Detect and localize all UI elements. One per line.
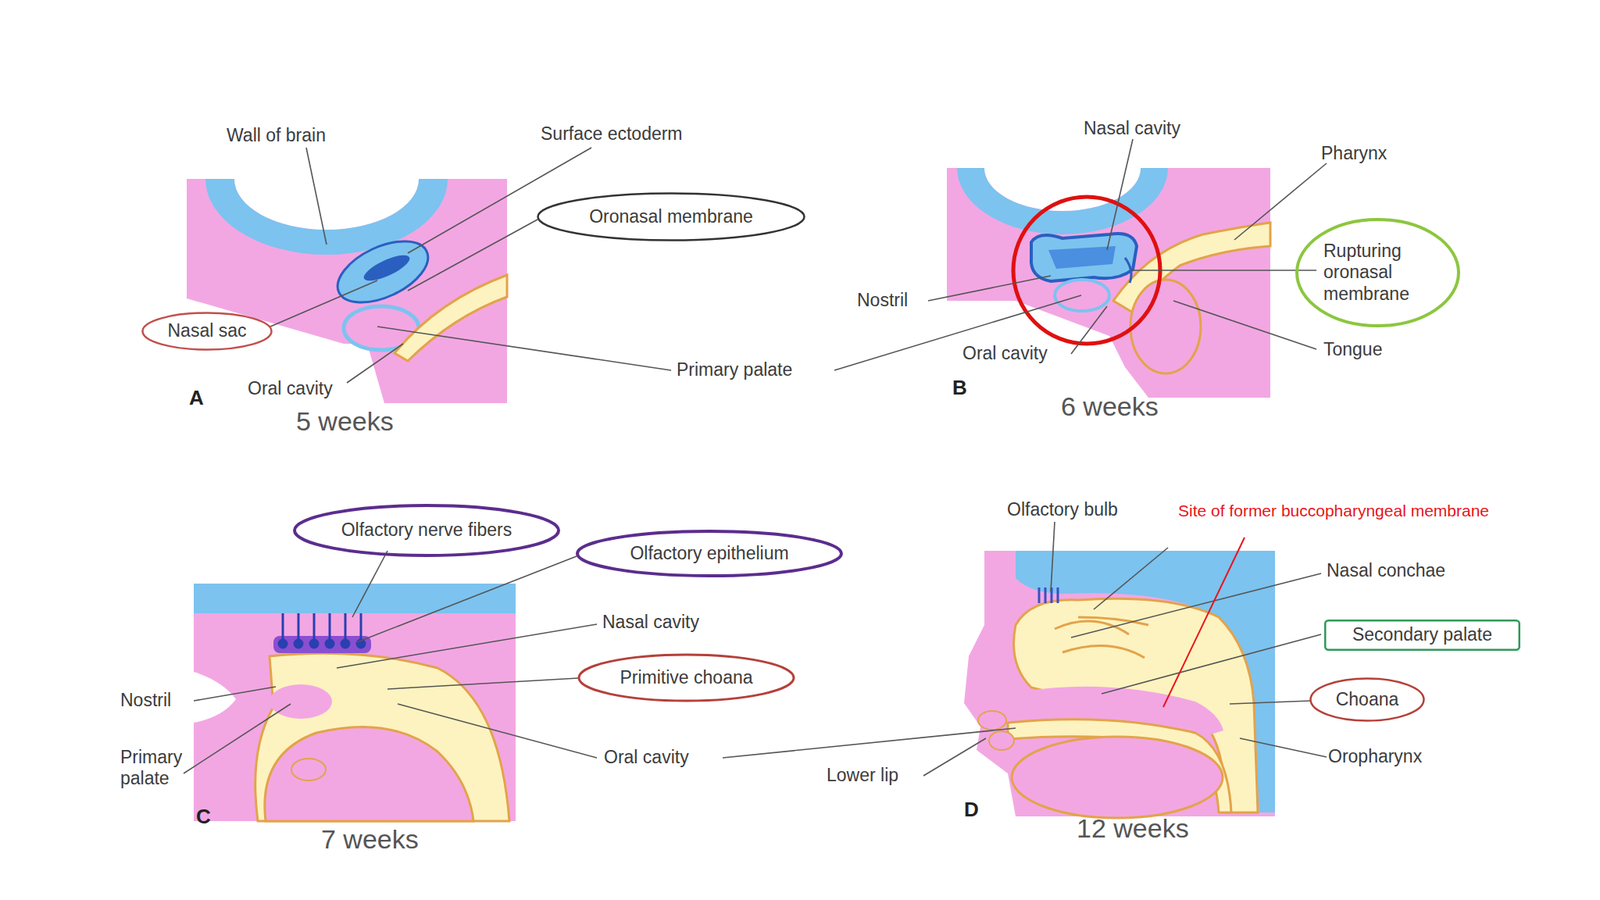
lower-lip [989, 731, 1015, 750]
label-ellipse: Olfactory nerve fibers [291, 502, 562, 559]
nasal-cavity-lumen [1048, 246, 1116, 269]
nasal-cavity [1031, 233, 1137, 282]
label-ellipse: Nasal sac [140, 310, 274, 352]
part-label: Pharynx [1321, 142, 1387, 165]
label-ellipse: Choana [1308, 676, 1426, 723]
tongue [1130, 279, 1201, 374]
part-label: Olfactory bulb [1007, 499, 1118, 521]
part-label: Nasal cavity [1083, 117, 1181, 140]
outline-shape [1325, 620, 1520, 650]
embryo-tissue [946, 167, 1271, 398]
mandible [264, 726, 474, 822]
leader-line-red [1163, 537, 1245, 708]
part-label: Primary palate [120, 746, 207, 790]
part-label: Nasal conchae [1326, 560, 1446, 582]
nasal-oral-cavity [255, 653, 510, 822]
part-label: Oropharynx [1328, 746, 1422, 768]
panel-letter: B [952, 375, 968, 400]
node-text: Olfactory epithelium [629, 542, 789, 565]
part-label: Oral cavity [603, 746, 690, 768]
label-ellipse: Oronasal membrane [535, 191, 807, 243]
oronasal-membrane [1125, 257, 1132, 283]
nasal-conchae [1054, 617, 1149, 658]
node-text: Primitive choana [619, 667, 753, 689]
outline-shape [577, 531, 842, 576]
label-ellipse: Primitive choana [576, 652, 797, 704]
part-label: Nostril [120, 689, 172, 711]
outline-shape [578, 654, 794, 701]
label-ellipse: Rupturing oronasal membrane [1293, 216, 1462, 329]
lower-lip [291, 758, 326, 781]
olfactory-bulb [1039, 587, 1058, 604]
node-text: Oronasal membrane [589, 206, 754, 228]
node-text: Secondary palate [1352, 624, 1493, 646]
part-label: Surface ectoderm [540, 123, 683, 145]
upper-lip [978, 710, 1007, 730]
panel-letter: C [196, 804, 211, 829]
part-label: 6 weeks [1060, 390, 1159, 422]
part-label: 5 weeks [296, 405, 394, 437]
part-label: Lower lip [826, 764, 899, 786]
primary-palate [1054, 279, 1110, 311]
outline-shape [294, 505, 559, 556]
part-label: Nasal cavity [602, 611, 700, 633]
tongue [1011, 736, 1223, 818]
outline-shape [538, 193, 805, 241]
embryo-tissue [193, 583, 516, 822]
part-label: Oral cavity [962, 342, 1048, 365]
olfactory-epithelium [273, 635, 372, 654]
nasal-sac-lumen [360, 250, 413, 286]
oral-cavity [394, 275, 508, 361]
label-box: Secondary palate [1324, 619, 1521, 651]
label-ellipse: Olfactory epithelium [574, 528, 845, 579]
part-label: Tongue [1323, 339, 1383, 361]
node-text: Olfactory nerve fibers [341, 519, 513, 541]
embryo-tissue [186, 178, 508, 404]
primary-palate [269, 684, 333, 719]
part-label: 12 weeks [1076, 812, 1190, 844]
leader-lines [183, 139, 1327, 776]
part-label: 7 weeks [321, 823, 419, 855]
node-text: Nasal sac [167, 320, 247, 342]
outline-shape [1310, 678, 1425, 722]
part-label: Nostril [857, 289, 908, 311]
part-label: Primary palate [676, 359, 793, 381]
brain-cavity [234, 178, 419, 230]
part-label: Oral cavity [247, 378, 333, 400]
nasal-sac [328, 228, 437, 315]
panel-letter: A [189, 385, 204, 411]
node-text: Choana [1335, 689, 1400, 711]
part-label: Site of former buccopharyngeal membrane [1178, 501, 1491, 522]
node-text: Rupturing oronasal membrane [1323, 240, 1422, 304]
panel-letter: D [964, 797, 979, 822]
outline-shape [1296, 219, 1459, 326]
part-label: Wall of brain [226, 125, 326, 147]
outline-shape [142, 313, 272, 350]
olfactory-nerve-fibers [278, 613, 365, 648]
